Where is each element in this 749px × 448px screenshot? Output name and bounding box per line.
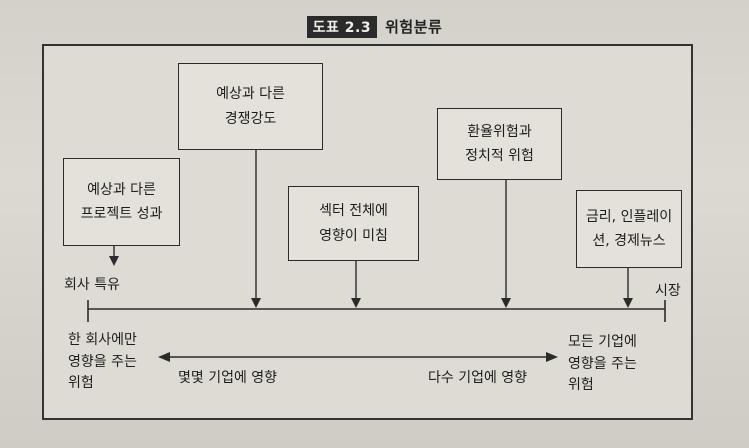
box-macro-line-1: 금리, 인플레이	[585, 208, 673, 225]
box-exchange-line-2: 정치적 위험	[465, 148, 534, 164]
box-project-performance: 예상과 다른 프로젝트 성과	[63, 158, 180, 246]
box-macro-news: 금리, 인플레이 션, 경제뉴스	[576, 190, 682, 268]
box-exchange-line-1: 환율위험과	[467, 123, 532, 140]
box-competition-intensity: 예상과 다른 경쟁강도	[178, 63, 323, 150]
box-project-line-1: 예상과 다른	[87, 181, 156, 198]
project-arrow-head	[109, 256, 119, 266]
bottom-right-line-3: 위험	[568, 377, 594, 394]
bottom-left-line-1: 한 회사에만	[68, 332, 137, 348]
box-sector-wide: 섹터 전체에 영향이 미침	[288, 186, 419, 261]
box-macro-line-2: 션, 경제뉴스	[592, 233, 666, 249]
range-arrow-right-head	[546, 352, 558, 362]
box-exchange-political: 환율위험과 정치적 위험	[437, 108, 562, 180]
macro-arrow-head	[623, 298, 633, 308]
competition-arrow-head	[251, 298, 261, 308]
many-firms-label: 다수 기업에 영향	[428, 370, 528, 386]
sector-arrow-head	[351, 298, 361, 308]
bottom-right-label: 모든 기업에 영향을 주는 위험	[568, 332, 637, 397]
axis-left-label: 회사 특유	[64, 277, 120, 293]
box-competition-line-1: 예상과 다른	[216, 86, 285, 102]
exchange-arrow-head	[501, 298, 511, 308]
figure-caption: 도표 2.3 위험분류	[0, 16, 749, 38]
box-sector-line-1: 섹터 전체에	[319, 203, 388, 219]
box-competition-line-2: 경쟁강도	[224, 110, 277, 127]
bottom-left-label: 한 회사에만 영향을 주는 위험	[68, 330, 137, 395]
axis-right-label: 시장	[655, 283, 681, 299]
figure-number: 도표 2.3	[306, 16, 378, 38]
box-sector-line-2: 영향이 미침	[319, 227, 388, 244]
box-project-line-2: 프로젝트 성과	[80, 206, 163, 222]
bottom-right-line-2: 영향을 주는	[568, 355, 637, 372]
bottom-left-line-2: 영향을 주는	[68, 353, 137, 370]
bottom-left-line-3: 위험	[68, 375, 94, 392]
few-firms-label: 몇몇 기업에 영향	[178, 370, 278, 386]
range-arrow-left-head	[158, 352, 170, 362]
bottom-right-line-1: 모든 기업에	[568, 334, 637, 350]
figure-title: 위험분류	[385, 18, 443, 36]
